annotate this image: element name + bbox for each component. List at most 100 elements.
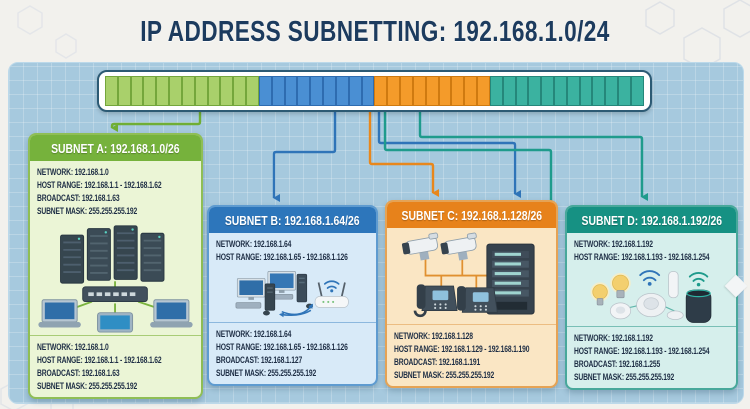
info-line: NETWORK: 192.168.1.192: [574, 239, 653, 249]
bit-segment-subnet-a: [220, 76, 234, 106]
bit-segment-subnet-c: [425, 76, 439, 106]
info-line: NETWORK: 192.168.1.64: [216, 239, 292, 249]
bit-segment-subnet-d: [502, 76, 516, 106]
server-tower: [140, 232, 165, 282]
info-line: BROADCAST: 192.168.1.63: [37, 368, 120, 378]
subnet-a-header: SUBNET A: 192.168.1.0/26: [30, 135, 201, 161]
bit-segment-subnet-a: [233, 76, 247, 106]
wifi-dot: [647, 281, 652, 286]
bit-segment-subnet-c: [464, 76, 478, 106]
info-line: SUBNET MASK: 255.255.255.192: [394, 370, 495, 380]
wifi-signal: [639, 270, 661, 282]
info-line: HOST RANGE: 192.168.1.1 - 192.168.1.62: [37, 355, 162, 365]
puck-sensor: [666, 310, 684, 320]
ip-phone: [457, 286, 498, 313]
server-rack: [486, 243, 535, 315]
bit-segment-subnet-a: [105, 76, 118, 106]
bit-segment-subnet-d: [489, 76, 503, 106]
bit-segment-subnet-b: [361, 76, 375, 106]
subnet-b-box: SUBNET B: 192.168.1.64/26 NETWORK: 192.1…: [207, 205, 378, 386]
subnet-a-illustration: [30, 222, 201, 335]
bit-segment-subnet-a: [207, 76, 221, 106]
tablet: [97, 312, 134, 333]
subnet-d-illustration: [567, 268, 736, 326]
security-camera: [440, 232, 477, 261]
info-line: BROADCAST: 192.168.1.255: [574, 359, 661, 369]
bit-segment-subnet-a: [117, 76, 131, 106]
laptop: [38, 299, 81, 328]
bit-segment-subnet-a: [156, 76, 170, 106]
info-line: HOST RANGE: 192.168.1.193 - 192.168.1.25…: [574, 252, 710, 262]
desktop-computer: [235, 277, 313, 316]
bit-segment-subnet-b: [258, 76, 272, 106]
oval-sensor: [609, 302, 632, 320]
bit-segment-subnet-b: [297, 76, 311, 106]
door-sensor: [668, 271, 679, 299]
subnet-c-illustration: [387, 228, 556, 324]
info-line: HOST RANGE: 192.168.1.65 - 192.168.1.126: [216, 342, 348, 352]
bit-segment-subnet-b: [335, 76, 349, 106]
info-line: NETWORK: 192.168.1.128: [394, 331, 473, 341]
page-title: IP ADDRESS SUBNETTING: 192.168.1.0/24: [140, 15, 610, 48]
info-line: SUBNET MASK: 255.255.255.192: [216, 368, 317, 378]
info-line: BROADCAST: 192.168.1.63: [37, 193, 120, 203]
connection-lines: [424, 258, 487, 288]
smart-speaker: [685, 289, 712, 323]
bit-segment-subnet-b: [284, 76, 298, 106]
subnet-a-box: SUBNET A: 192.168.1.0/26 NETWORK: 192.16…: [28, 133, 203, 399]
wifi-signal: [688, 272, 709, 282]
network-switch: [82, 286, 148, 303]
info-line: SUBNET MASK: 255.255.255.192: [37, 381, 138, 391]
smart-bulb: [590, 282, 610, 306]
bit-segments: [105, 76, 644, 106]
info-line: BROADCAST: 192.168.1.191: [394, 357, 481, 367]
subnet-c-header: SUBNET C: 192.168.1.128/26: [387, 202, 556, 228]
bit-segment-subnet-c: [400, 76, 413, 106]
subnet-c-box: SUBNET C: 192.168.1.128/26: [385, 200, 558, 388]
info-line: SUBNET MASK: 255.255.255.192: [37, 206, 138, 216]
connection-arrows: [278, 303, 314, 318]
info-line: NETWORK: 192.168.1.192: [574, 333, 653, 343]
security-camera: [401, 232, 439, 261]
bit-segment-subnet-d: [541, 76, 554, 106]
bit-segment-subnet-c: [387, 76, 401, 106]
bit-segment-subnet-b: [310, 76, 324, 106]
server-tower: [86, 228, 111, 281]
bit-segment-subnet-b: [323, 76, 336, 106]
bit-segment-subnet-c: [374, 76, 388, 106]
info-line: HOST RANGE: 192.168.1.193 - 192.168.1.25…: [574, 346, 710, 356]
info-line: BROADCAST: 192.168.1.127: [216, 355, 303, 365]
server-tower: [60, 234, 85, 284]
bit-segment-subnet-c: [412, 76, 426, 106]
bit-segment-subnet-d: [528, 76, 542, 106]
wifi-dot: [696, 282, 701, 287]
subnet-b-header: SUBNET B: 192.168.1.64/26: [209, 207, 376, 233]
bit-segment-subnet-d: [618, 76, 631, 106]
round-sensor: [636, 292, 667, 318]
bit-segment-subnet-c: [477, 76, 490, 106]
info-line: NETWORK: 192.168.1.0: [37, 167, 109, 177]
wifi-router: [314, 280, 349, 308]
bit-segment-subnet-c: [451, 76, 465, 106]
bit-segment-subnet-d: [566, 76, 580, 106]
info-line: SUBNET MASK: 255.255.255.192: [574, 372, 675, 382]
bit-segment-subnet-d: [579, 76, 593, 106]
bit-segment-subnet-d: [515, 76, 529, 106]
server-tower: [113, 225, 138, 280]
bit-segment-subnet-a: [143, 76, 157, 106]
wifi-signal: [323, 280, 340, 289]
ip-phone: [413, 284, 458, 318]
subnet-d-box: SUBNET D: 192.168.1.192/26 NETWORK: 192.…: [565, 205, 738, 390]
bit-segment-subnet-a: [169, 76, 182, 106]
bit-segment-subnet-d: [630, 76, 644, 106]
subnet-d-header: SUBNET D: 192.168.1.192/26: [567, 207, 736, 233]
bit-segment-subnet-d: [592, 76, 606, 106]
bit-segment-subnet-b: [348, 76, 362, 106]
smart-bulb: [610, 272, 631, 299]
